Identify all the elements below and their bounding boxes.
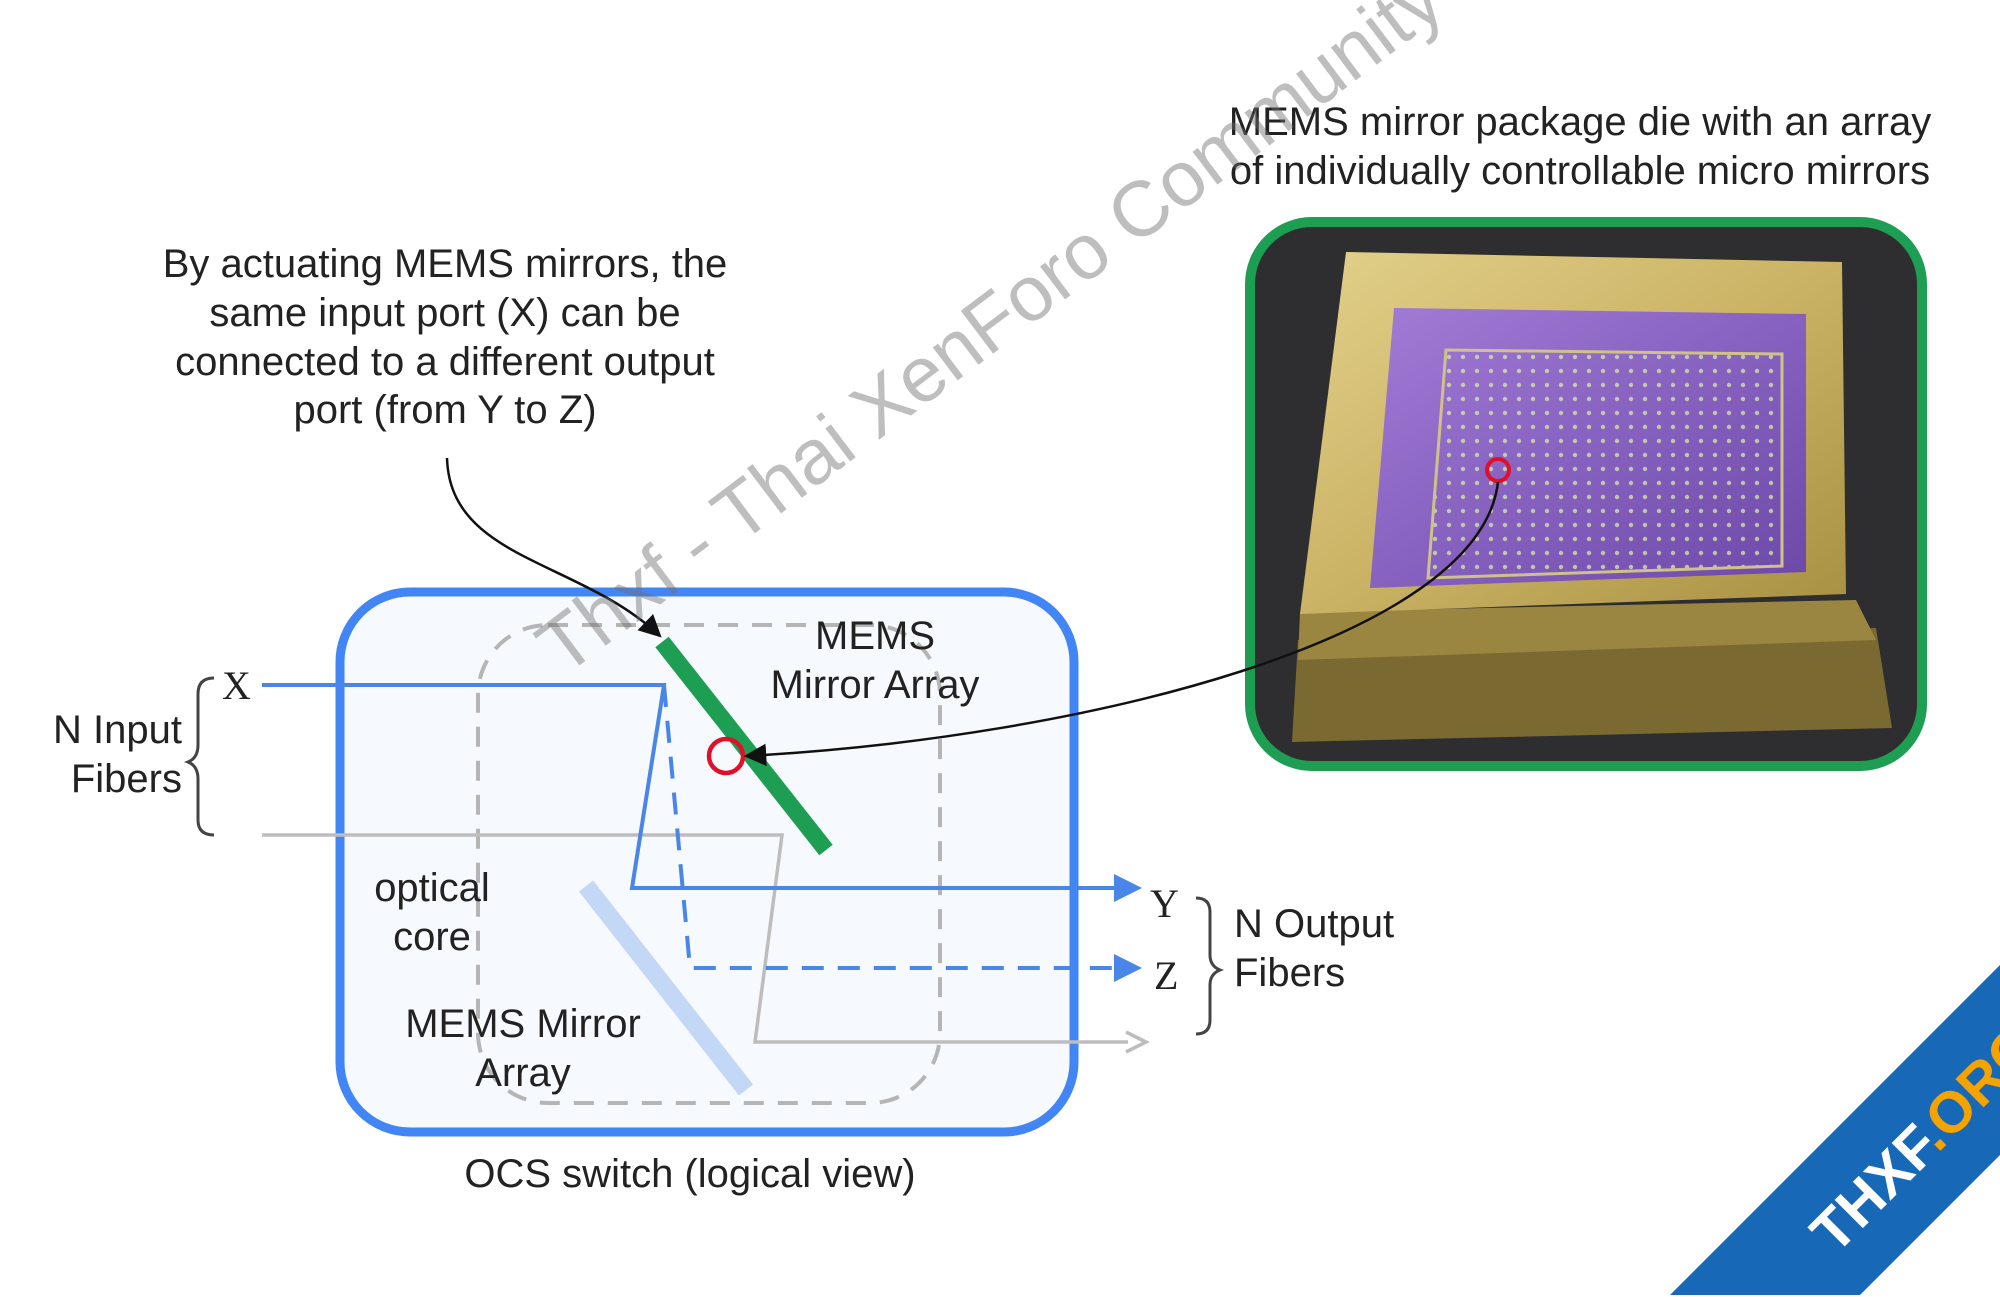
switch-caption: OCS switch (logical view) bbox=[464, 1152, 916, 1196]
mems-mirror-bottom bbox=[578, 880, 754, 1096]
mems-top-label: MEMS Mirror Array bbox=[770, 614, 980, 707]
photo-highlight-circle bbox=[1485, 457, 1511, 483]
logo-ribbon bbox=[1670, 965, 2000, 1295]
output-fibers-label: N Output Fibers bbox=[1234, 902, 1395, 995]
ocs-switch-box bbox=[335, 587, 1079, 1137]
beam-x-to-y bbox=[262, 683, 1142, 902]
optical-core-label: optical core bbox=[374, 866, 490, 959]
annotation-arrow bbox=[445, 457, 662, 638]
output-bracket bbox=[1195, 896, 1225, 1036]
port-x-label: X bbox=[222, 663, 251, 708]
annotation-text: By actuating MEMS mirrors, the same inpu… bbox=[162, 242, 728, 433]
mems-bottom-label: MEMS Mirror Array bbox=[405, 1002, 641, 1095]
port-z-label: Z bbox=[1154, 953, 1179, 998]
input-bracket bbox=[183, 676, 215, 837]
optical-core-box bbox=[476, 623, 942, 1105]
beam-to-z bbox=[662, 684, 1142, 982]
photo-border bbox=[1245, 217, 1927, 771]
input-fibers-label: N Input Fibers bbox=[53, 708, 182, 801]
mirror-highlight-circle bbox=[706, 736, 746, 776]
port-y-label: Y bbox=[1150, 881, 1179, 926]
unused-fiber-paths bbox=[262, 833, 1150, 1054]
photo-caption: MEMS mirror package die with an array of… bbox=[1228, 100, 1932, 193]
photo-to-mirror-arrow bbox=[743, 481, 1500, 767]
mems-package-photo bbox=[1245, 217, 1927, 771]
